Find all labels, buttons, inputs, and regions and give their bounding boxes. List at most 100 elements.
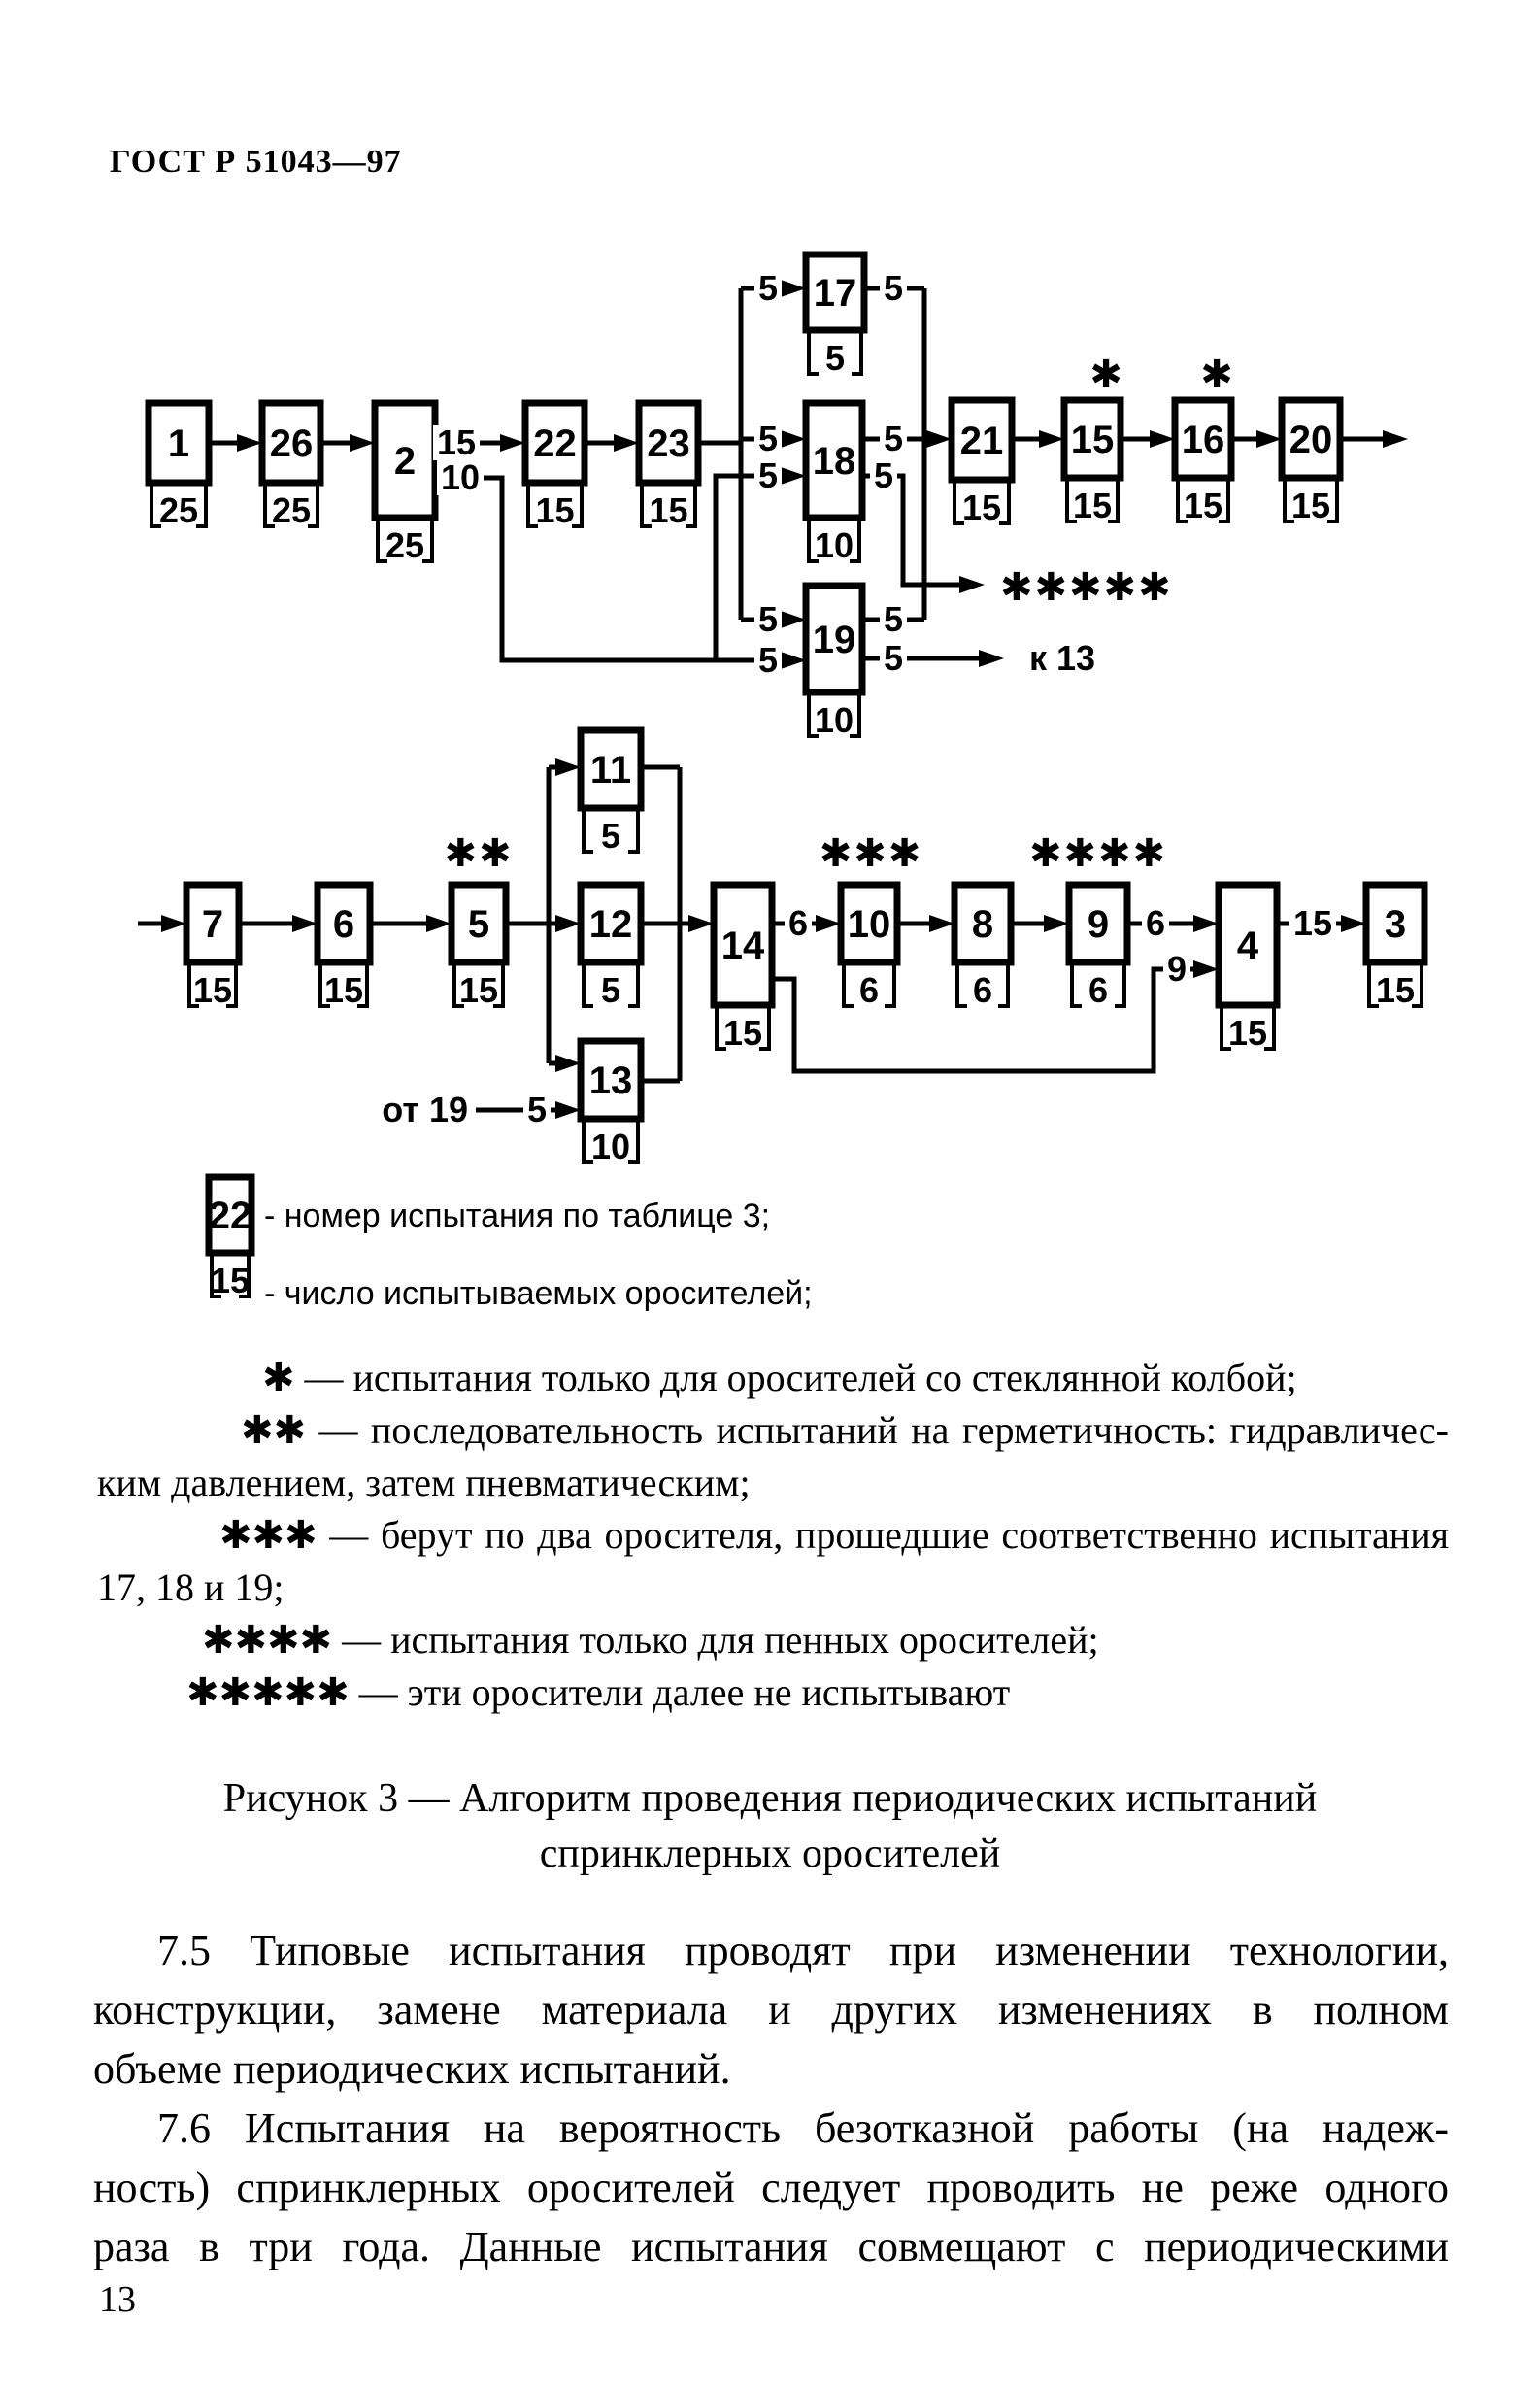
- tested-count: 15: [649, 490, 687, 530]
- test-number: 4: [1237, 925, 1259, 967]
- arrowhead-icon: [781, 652, 806, 669]
- tested-count: 15: [723, 1013, 762, 1053]
- label-mask: [880, 602, 907, 637]
- arrowhead-icon: [1039, 430, 1064, 448]
- asterisk-mark: ✱: [1200, 353, 1235, 397]
- flow-quantity-label: 6: [1146, 903, 1165, 943]
- flow-quantity-label: 5: [758, 268, 778, 308]
- label-mask: [433, 425, 480, 460]
- count-bracket-right: [226, 962, 238, 1008]
- figure-legend: - номер испытания по таблице 3;- число и…: [264, 1197, 813, 1312]
- flow-box-7: 7 15: [183, 881, 243, 1010]
- flow-box-26: 26 25: [258, 399, 324, 530]
- tested-count: 15: [193, 970, 232, 1010]
- flow-quantity-label: 9: [1167, 949, 1187, 989]
- flow-quantity-label: 5: [884, 638, 903, 678]
- asterisk-mark: ✱✱✱: [820, 831, 923, 876]
- tested-count: 15: [535, 490, 574, 530]
- arrowhead-icon: [929, 915, 954, 932]
- test-box-outline: [1060, 396, 1124, 482]
- test-number: 18: [813, 440, 856, 483]
- test-box-outline: [577, 726, 645, 812]
- count-bracket-left: [318, 962, 330, 1008]
- flow-box-17: 175: [802, 251, 868, 378]
- count-bracket-right: [850, 692, 861, 738]
- arrowhead-icon: [555, 915, 581, 932]
- label-mask: [880, 421, 907, 456]
- label-mask: [785, 906, 812, 941]
- flow-box-3: 315: [1362, 881, 1428, 1010]
- count-bracket-right: [493, 962, 505, 1008]
- arrowhead-icon: [555, 758, 581, 776]
- test-box-outline: [802, 582, 866, 696]
- count-bracket-left: [1367, 962, 1379, 1008]
- test-number: 2: [394, 440, 416, 483]
- footnote-line: ✱✱✱✱✱ — эти оросители далее не испытываю…: [186, 1670, 1011, 1714]
- tested-count: 15: [324, 970, 363, 1010]
- flow-box-1: 125: [145, 399, 213, 530]
- count-bracket-left: [263, 483, 275, 528]
- count-bracket-left: [953, 480, 964, 525]
- arrowhead-icon: [1150, 430, 1175, 448]
- arrowhead-icon: [1193, 915, 1219, 932]
- count-bracket-left: [376, 518, 387, 563]
- count-bracket-left: [1176, 478, 1188, 523]
- test-box-outline: [577, 1037, 645, 1123]
- paragraph-7-5-line: конструкции, замене материала и других и…: [93, 1986, 1449, 2034]
- arrowhead-icon: [292, 915, 318, 932]
- test-number: 20: [1289, 419, 1333, 461]
- count-bracket-left: [955, 962, 967, 1008]
- flow-box-8: 86: [951, 881, 1015, 1010]
- count-bracket-right: [628, 962, 640, 1008]
- label-mask: [437, 460, 484, 495]
- paragraph-7-6-line: ность) спринклерных оросителей следует п…: [93, 2164, 1449, 2211]
- count-bracket-right: [1108, 478, 1120, 523]
- test-number: 8: [972, 903, 993, 946]
- count-bracket-left: [1283, 478, 1294, 523]
- count-bracket-left: [807, 692, 819, 738]
- arrowhead-icon: [237, 434, 262, 452]
- test-box-outline: [1215, 881, 1281, 1009]
- test-number: 10: [848, 903, 891, 946]
- arrowhead-icon: [1383, 430, 1408, 448]
- arrowhead-icon: [781, 430, 806, 448]
- arrowhead-icon: [500, 434, 525, 452]
- arrowhead-icon: [816, 915, 841, 932]
- flow-box-6: 615: [314, 881, 374, 1010]
- tested-count: 15: [962, 488, 1001, 527]
- count-bracket-left: [210, 1253, 221, 1298]
- tested-count: 15: [211, 1261, 250, 1300]
- test-box-outline: [1362, 881, 1428, 966]
- count-bracket-right: [422, 518, 434, 563]
- test-box-outline: [314, 881, 374, 966]
- count-bracket-left: [526, 483, 538, 528]
- count-bracket-right: [572, 483, 584, 528]
- label-mask: [754, 271, 782, 306]
- test-box-outline: [951, 881, 1015, 966]
- count-bracket-left: [842, 962, 854, 1008]
- test-number: 26: [270, 422, 314, 465]
- test-box-outline: [837, 881, 901, 966]
- footnote-line: ✱✱✱✱ — испытания только для пенных ороси…: [202, 1618, 1099, 1662]
- test-number: 16: [1182, 419, 1225, 461]
- test-box-outline: [1065, 881, 1131, 966]
- flow-quantity-label: 10: [441, 457, 480, 497]
- count-bracket-left: [582, 1119, 593, 1164]
- label-mask: [754, 602, 782, 637]
- tested-count: 25: [272, 490, 311, 530]
- body-text: 7.5 Типовые испытания проводят при измен…: [93, 1921, 1449, 2276]
- flow-box-12: 125: [577, 881, 645, 1010]
- figure-caption-line: Рисунок 3 — Алгоритм проведения периодич…: [222, 1776, 1318, 1821]
- tested-count: 15: [1073, 486, 1112, 525]
- tested-count: 6: [1088, 970, 1108, 1010]
- test-number: 9: [1088, 903, 1109, 946]
- tested-count: 25: [159, 490, 198, 530]
- flow-quantity-label: 5: [874, 455, 893, 495]
- count-bracket-right: [1115, 962, 1126, 1008]
- arrowhead-icon: [426, 915, 452, 932]
- count-bracket-right: [759, 1005, 771, 1051]
- test-number: 7: [202, 903, 223, 946]
